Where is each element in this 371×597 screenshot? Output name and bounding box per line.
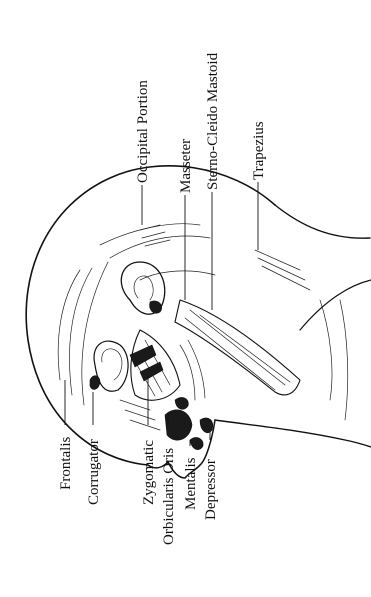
label-occipital-portion: Occipital Portion	[135, 80, 151, 183]
scalp-hatching	[58, 224, 215, 405]
scm-hatching	[185, 310, 290, 390]
trapezius-hatching	[255, 250, 348, 420]
neck-back-outline	[275, 205, 370, 238]
label-sterno-cleido-mastoid: Sterno-Cleido Mastoid	[205, 52, 221, 190]
label-zygomatic: Zygomatic	[141, 440, 157, 505]
orbicularis-oris-muscle	[165, 410, 192, 440]
label-frontalis: Frontalis	[58, 437, 74, 490]
corrugator-muscle	[90, 376, 100, 390]
label-corrugator: Corrugator	[86, 439, 102, 505]
label-depressor: Depressor	[203, 459, 219, 520]
label-orbicularis-oris: Orbicularis Oris	[161, 448, 177, 545]
head-illustration	[26, 166, 371, 478]
label-trapezius: Trapezius	[251, 121, 267, 180]
depressor-muscle	[200, 418, 213, 433]
label-mentalis: Mentalis	[183, 457, 199, 510]
leader-lines	[65, 182, 258, 446]
head-outline	[26, 166, 275, 465]
neck-front-outline	[215, 420, 371, 447]
labels: Occipital Portion Masseter Sterno-Cleido…	[58, 52, 267, 545]
label-masseter: Masseter	[178, 139, 194, 193]
shoulder-outline	[300, 280, 371, 330]
mentalis-muscle	[190, 438, 203, 450]
